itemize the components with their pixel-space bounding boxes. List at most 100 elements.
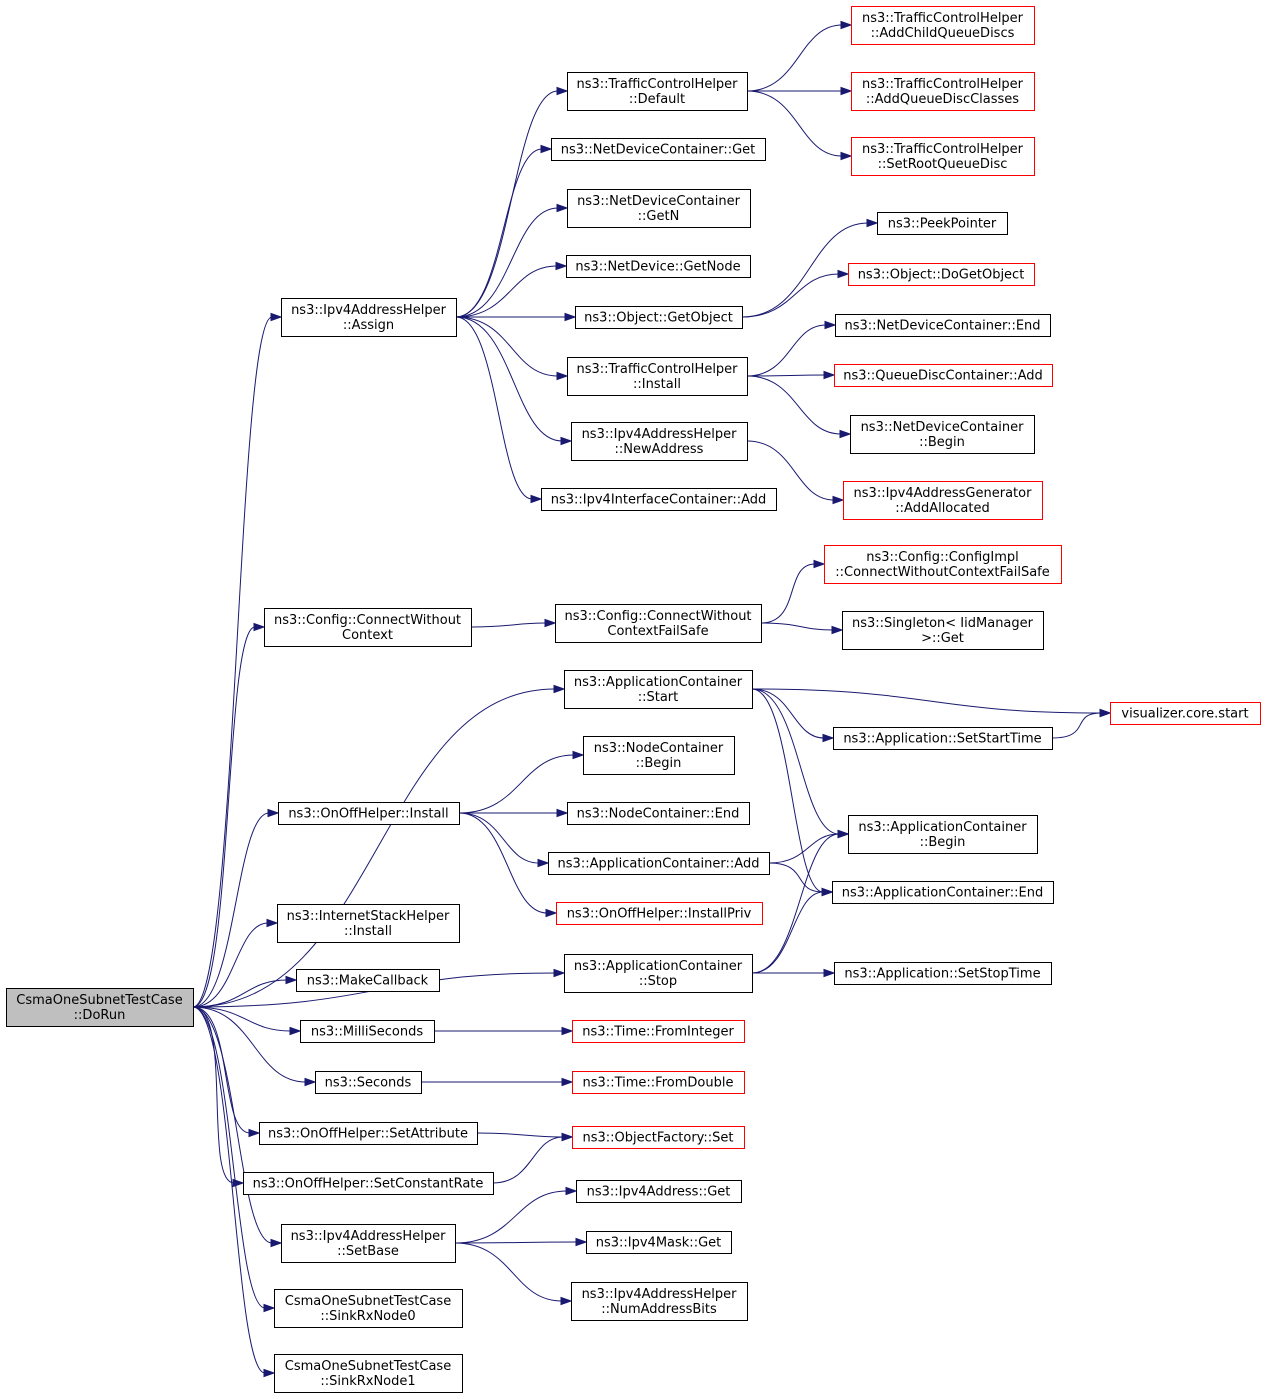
edge-tch-install-to-ndc-begin bbox=[746, 375, 842, 435]
node-obj-getobject[interactable]: ns3::Object::GetObject bbox=[575, 306, 743, 329]
node-internet-install[interactable]: ns3::InternetStackHelper::Install bbox=[277, 904, 460, 943]
node-box bbox=[834, 962, 1052, 985]
node-label: ns3::NodeContainer::End bbox=[577, 807, 740, 822]
node-seconds[interactable]: ns3::Seconds bbox=[315, 1071, 422, 1094]
edge-arrowhead bbox=[556, 808, 569, 818]
node-ipv4-newaddr[interactable]: ns3::Ipv4AddressHelper::NewAddress bbox=[571, 422, 748, 461]
node-ac-end[interactable]: ns3::ApplicationContainer::End bbox=[832, 881, 1054, 904]
node-ac-begin[interactable]: ns3::ApplicationContainer::Begin bbox=[848, 815, 1038, 854]
edge-arrowhead bbox=[267, 808, 280, 818]
node-box bbox=[571, 422, 748, 461]
edge-arrowhead bbox=[544, 618, 557, 628]
edge-root-to-seconds bbox=[192, 1006, 307, 1083]
node-label: ::Install bbox=[344, 924, 392, 939]
node-tch-addchild[interactable]: ns3::TrafficControlHelper::AddChildQueue… bbox=[851, 6, 1035, 45]
node-app-setstart[interactable]: ns3::Application::SetStartTime bbox=[833, 727, 1053, 750]
node-config-cwcfs[interactable]: ns3::Config::ConnectWithoutContextFailSa… bbox=[555, 604, 762, 643]
node-label: ::ConnectWithoutContextFailSafe bbox=[835, 565, 1050, 580]
node-label: ns3::MilliSeconds bbox=[311, 1025, 424, 1040]
edge-arrowhead bbox=[304, 1077, 317, 1087]
edge-ipv4-setbase-to-ipv4-numbits bbox=[454, 1242, 563, 1302]
node-ipv4addr-get[interactable]: ns3::Ipv4Address::Get bbox=[576, 1180, 742, 1203]
node-root[interactable]: CsmaOneSubnetTestCase::DoRun bbox=[6, 988, 194, 1027]
edge-arrowhead bbox=[556, 203, 569, 213]
node-label: ns3::TrafficControlHelper bbox=[862, 11, 1024, 26]
edge-ac-stop-to-ac-begin bbox=[751, 833, 840, 974]
node-time-fromdouble[interactable]: ns3::Time::FromDouble bbox=[572, 1071, 745, 1094]
edge-root-to-config-cwc bbox=[192, 626, 256, 1008]
node-obj-dogetobject[interactable]: ns3::Object::DoGetObject bbox=[848, 263, 1035, 286]
node-app-setstop[interactable]: ns3::Application::SetStopTime bbox=[834, 962, 1052, 985]
edge-tch-install-to-qdc-add bbox=[746, 374, 826, 377]
node-box bbox=[851, 137, 1035, 176]
node-onoff-install[interactable]: ns3::OnOffHelper::Install bbox=[278, 802, 460, 825]
node-ipv4gen-addalloc[interactable]: ns3::Ipv4AddressGenerator::AddAllocated bbox=[843, 481, 1043, 520]
node-ipv4-setbase[interactable]: ns3::Ipv4AddressHelper::SetBase bbox=[281, 1224, 456, 1263]
node-ipv4-assign[interactable]: ns3::Ipv4AddressHelper::Assign bbox=[281, 298, 457, 337]
edge-arrowhead bbox=[866, 218, 879, 228]
node-ndc-getn[interactable]: ns3::NetDeviceContainer::GetN bbox=[567, 189, 751, 228]
node-box bbox=[541, 488, 777, 511]
node-time-fromint[interactable]: ns3::Time::FromInteger bbox=[572, 1020, 745, 1043]
node-milliseconds[interactable]: ns3::MilliSeconds bbox=[300, 1020, 435, 1043]
edge-arrowhead bbox=[572, 750, 585, 760]
node-onoff-installpriv[interactable]: ns3::OnOffHelper::InstallPriv bbox=[556, 902, 763, 925]
node-label: ns3::Config::ConnectWithout bbox=[274, 613, 461, 628]
node-box bbox=[296, 969, 440, 992]
edge-onoff-install-to-ac-add bbox=[458, 812, 540, 864]
node-onoff-setrate[interactable]: ns3::OnOffHelper::SetConstantRate bbox=[243, 1172, 494, 1195]
node-box bbox=[281, 1224, 456, 1263]
node-box bbox=[833, 727, 1053, 750]
node-ac-add[interactable]: ns3::ApplicationContainer::Add bbox=[548, 852, 770, 875]
node-tch-install[interactable]: ns3::TrafficControlHelper::Install bbox=[567, 357, 748, 396]
node-box bbox=[877, 212, 1008, 235]
edge-ipv4-assign-to-ndc-getn bbox=[455, 207, 559, 318]
node-make-callback[interactable]: ns3::MakeCallback bbox=[296, 969, 440, 992]
edge-onoff-install-to-onoff-installpriv bbox=[458, 812, 548, 914]
node-box bbox=[556, 902, 763, 925]
node-tch-default[interactable]: ns3::TrafficControlHelper::Default bbox=[567, 72, 748, 111]
node-sink0[interactable]: CsmaOneSubnetTestCase::SinkRxNode0 bbox=[274, 1289, 463, 1328]
node-ac-start[interactable]: ns3::ApplicationContainer::Start bbox=[564, 670, 753, 709]
node-label: ::SetRootQueueDisc bbox=[878, 157, 1008, 172]
edge-arrowhead bbox=[553, 684, 566, 694]
node-sink1[interactable]: CsmaOneSubnetTestCase::SinkRxNode1 bbox=[274, 1354, 463, 1393]
node-visualizer[interactable]: visualizer.core.start bbox=[1110, 702, 1261, 725]
node-nc-begin[interactable]: ns3::NodeContainer::Begin bbox=[583, 736, 735, 775]
edge-arrowhead bbox=[832, 495, 845, 505]
edge-ipv4-newaddr-to-ipv4gen-addalloc bbox=[746, 440, 835, 501]
node-onoff-setattr[interactable]: ns3::OnOffHelper::SetAttribute bbox=[259, 1122, 478, 1145]
node-box bbox=[848, 263, 1035, 286]
node-ipv4ic-add[interactable]: ns3::Ipv4InterfaceContainer::Add bbox=[541, 488, 777, 511]
node-peekpointer[interactable]: ns3::PeekPointer bbox=[877, 212, 1008, 235]
node-label: ns3::Time::FromInteger bbox=[582, 1025, 734, 1040]
node-tch-addclasses[interactable]: ns3::TrafficControlHelper::AddQueueDiscC… bbox=[851, 72, 1035, 111]
node-label: ::SinkRxNode0 bbox=[320, 1309, 415, 1324]
node-singleton-get[interactable]: ns3::Singleton< IidManager>::Get bbox=[842, 611, 1044, 650]
node-nc-end[interactable]: ns3::NodeContainer::End bbox=[567, 802, 750, 825]
node-label: ns3::Ipv4InterfaceContainer::Add bbox=[551, 493, 767, 508]
node-nd-getnode[interactable]: ns3::NetDevice::GetNode bbox=[566, 255, 751, 278]
node-qdc-add[interactable]: ns3::QueueDiscContainer::Add bbox=[834, 364, 1053, 387]
node-box bbox=[315, 1071, 422, 1094]
edge-ac-start-to-ac-end bbox=[751, 688, 824, 893]
node-ndc-begin[interactable]: ns3::NetDeviceContainer::Begin bbox=[850, 415, 1035, 454]
node-config-cwc[interactable]: ns3::Config::ConnectWithoutContext bbox=[264, 608, 472, 647]
node-tch-setroot[interactable]: ns3::TrafficControlHelper::SetRootQueueD… bbox=[851, 137, 1035, 176]
edge-ac-add-to-ac-end bbox=[768, 862, 824, 893]
node-label: ns3::InternetStackHelper bbox=[287, 909, 450, 924]
edge-arrowhead bbox=[545, 908, 558, 918]
edge-arrowhead bbox=[270, 1238, 283, 1248]
node-ndc-end[interactable]: ns3::NetDeviceContainer::End bbox=[835, 314, 1051, 337]
node-ipv4mask-get[interactable]: ns3::Ipv4Mask::Get bbox=[586, 1231, 732, 1254]
edge-config-cwc-to-config-cwcfs bbox=[470, 622, 547, 628]
node-label: ::SetBase bbox=[337, 1244, 399, 1259]
node-label: ns3::Ipv4Address::Get bbox=[587, 1185, 731, 1200]
node-ndc-get[interactable]: ns3::NetDeviceContainer::Get bbox=[551, 138, 766, 161]
edge-arrowhead bbox=[564, 312, 577, 322]
node-of-set[interactable]: ns3::ObjectFactory::Set bbox=[572, 1126, 745, 1149]
node-label: ns3::OnOffHelper::SetConstantRate bbox=[253, 1177, 484, 1192]
node-configimpl-cwcfs[interactable]: ns3::Config::ConfigImpl::ConnectWithoutC… bbox=[824, 545, 1062, 584]
node-ipv4-numbits[interactable]: ns3::Ipv4AddressHelper::NumAddressBits bbox=[571, 1282, 748, 1321]
node-ac-stop[interactable]: ns3::ApplicationContainer::Stop bbox=[564, 954, 753, 993]
